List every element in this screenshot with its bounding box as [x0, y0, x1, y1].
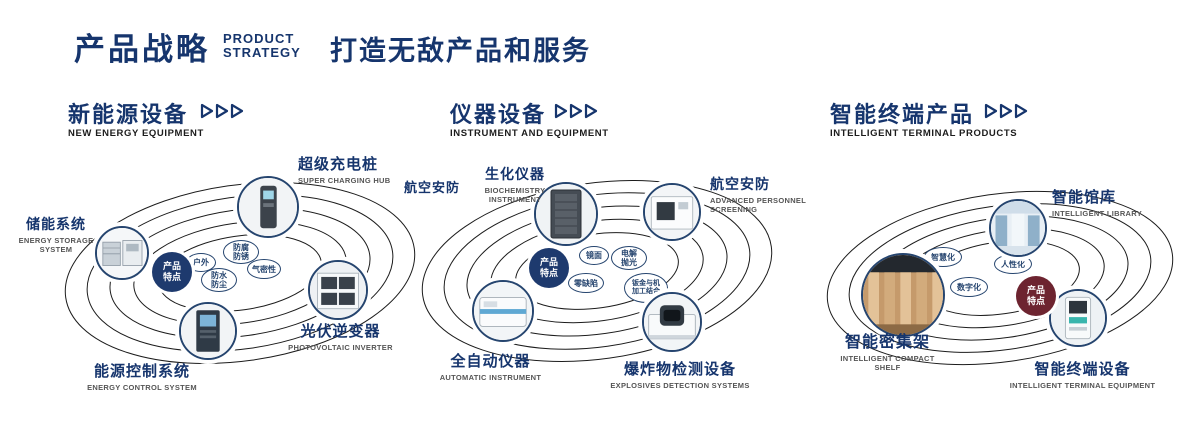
node-label-biochemistry: 生化仪器 BIOCHEMISTRY INSTRUMENT	[484, 166, 546, 204]
product-features-badge: 产品特点	[152, 252, 192, 292]
feature-bubble: 气密性	[247, 259, 281, 279]
node-automatic-instrument	[472, 280, 534, 342]
intelligent-library-photo	[991, 201, 1045, 255]
slogan: 打造无敌产品和服务	[330, 36, 591, 66]
section-title-en: INTELLIGENT TERMINAL PRODUCTS	[830, 128, 1018, 139]
section-title-en: NEW ENERGY EQUIPMENT	[68, 128, 204, 139]
node-label-compact-shelf: 智能密集架 INTELLIGENT COMPACT SHELF	[840, 334, 935, 372]
feature-bubble: 电解抛光	[611, 246, 647, 270]
triple-arrow-icon	[984, 103, 1028, 119]
section-title: 智能终端产品	[830, 102, 975, 127]
page-title: 产品战略	[74, 32, 210, 67]
personnel-screening-photo	[645, 185, 699, 239]
page-title-en: PRODUCT STRATEGY	[223, 32, 301, 60]
section-title: 仪器设备	[450, 102, 547, 127]
triple-arrow-icon	[554, 103, 598, 119]
product-features-badge-label: 产品特点	[162, 261, 181, 282]
node-label-energy-storage: 储能系统 ENERGY STORAGE SYSTEM	[18, 216, 94, 254]
feature-bubble: 人性化	[994, 254, 1032, 274]
node-personnel-screening	[643, 183, 701, 241]
node-intelligent-library	[989, 199, 1047, 257]
node-terminal-equipment	[1049, 289, 1107, 347]
feature-bubble: 智慧化	[924, 247, 962, 267]
node-label-energy-control: 能源控制系统 ENERGY CONTROL SYSTEM	[87, 363, 197, 392]
node-label-charging-hub: 超级充电桩 SUPER CHARGING HUB	[298, 156, 391, 185]
charging-hub-photo	[239, 178, 297, 236]
section-title: 新能源设备	[68, 102, 189, 127]
biochemistry-instrument-photo	[536, 184, 596, 244]
product-features-badge-label: 产品特点	[539, 257, 558, 278]
terminal-equipment-photo	[1051, 291, 1105, 345]
node-label-automatic-instrument: 全自动仪器 AUTOMATIC INSTRUMENT	[439, 353, 542, 382]
node-label-intelligent-library: 智能馆库 INTELLIGENT LIBRARY	[1052, 189, 1143, 218]
node-label-personnel-screening: 航空安防 ADVANCED PERSONNEL SCREENING	[710, 176, 806, 214]
node-charging-hub	[237, 176, 299, 238]
feature-bubble: 零缺陷	[568, 273, 604, 293]
side-label-aviation-security: 航空安防	[404, 180, 461, 195]
feature-bubble: 镜面	[579, 246, 609, 265]
node-explosives-detection	[642, 292, 702, 352]
pv-inverter-photo	[310, 262, 366, 318]
page-title-en-line1: PRODUCT	[223, 31, 295, 46]
node-label-explosives-detection: 爆炸物检测设备 EXPLOSIVES DETECTION SYSTEMS	[610, 361, 750, 390]
page-title-en-line2: STRATEGY	[223, 45, 301, 60]
automatic-instrument-photo	[474, 282, 532, 340]
product-features-badge: 产品特点	[529, 248, 569, 288]
feature-bubble: 防水防尘	[201, 268, 237, 292]
node-label-pv-inverter: 光伏逆变器 PHOTOVOLTAIC INVERTER	[288, 323, 393, 352]
node-label-terminal-equipment: 智能终端设备 INTELLIGENT TERMINAL EQUIPMENT	[1009, 361, 1156, 390]
product-features-badge: 产品特点	[1016, 276, 1056, 316]
energy-control-photo	[181, 304, 235, 358]
node-energy-control	[179, 302, 237, 360]
energy-storage-photo	[97, 228, 147, 278]
product-features-badge-label: 产品特点	[1026, 285, 1045, 306]
node-compact-shelf	[861, 253, 945, 337]
node-pv-inverter	[308, 260, 368, 320]
compact-shelf-photo	[863, 255, 943, 335]
node-energy-storage	[95, 226, 149, 280]
triple-arrow-icon	[200, 103, 244, 119]
feature-bubble: 数字化	[950, 277, 988, 297]
explosives-detection-photo	[644, 294, 700, 350]
node-biochemistry-instrument	[534, 182, 598, 246]
section-title-en: INSTRUMENT AND EQUIPMENT	[450, 128, 609, 139]
